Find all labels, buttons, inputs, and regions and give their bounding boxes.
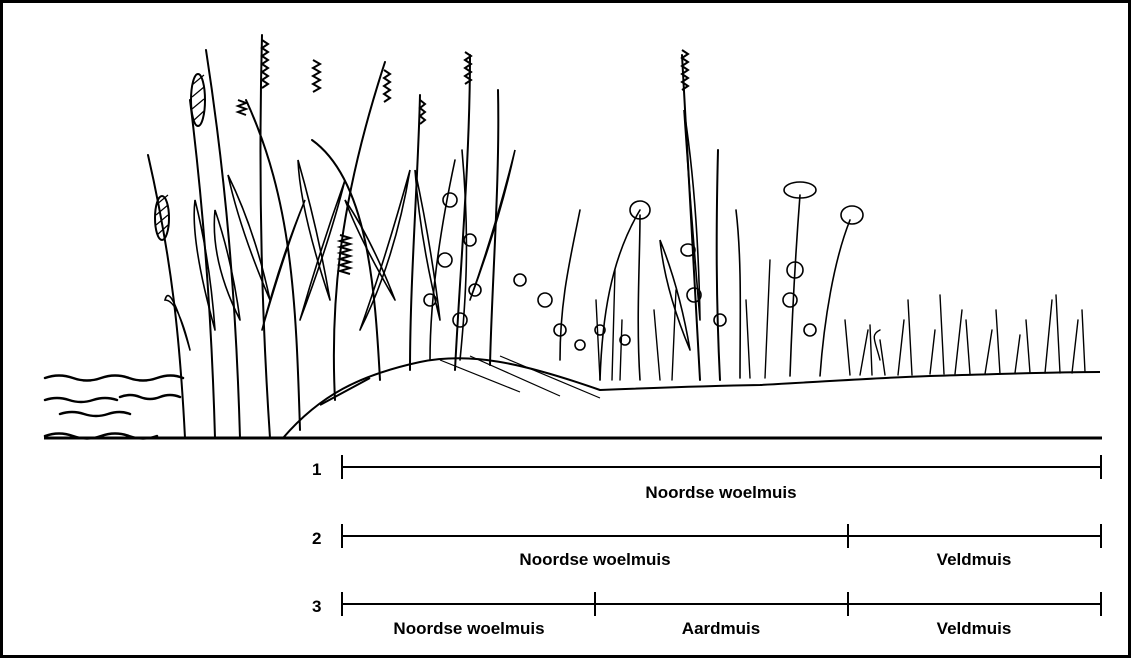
row-3-number: 3 [312,598,321,615]
short-grasses [596,260,1085,380]
ground-profile [283,356,1100,438]
reed-plumes [155,40,688,274]
reed-stems [148,35,720,438]
row-1-segment-1-label: Noordse woelmuis [645,484,796,501]
water-waves [45,376,183,439]
row-3-segment-3-label: Veldmuis [937,620,1012,637]
row-2-bar [342,524,1101,548]
row-1-bar [342,455,1101,479]
row-3-segment-1-label: Noordse woelmuis [393,620,544,637]
row-3-bar [342,592,1101,616]
row-2-segment-1-label: Noordse woelmuis [519,551,670,568]
row-2-number: 2 [312,530,321,547]
row-3-segment-2-label: Aardmuis [682,620,760,637]
row-2-segment-2-label: Veldmuis [937,551,1012,568]
row-1-number: 1 [312,461,321,478]
zonation-bars [342,455,1101,616]
